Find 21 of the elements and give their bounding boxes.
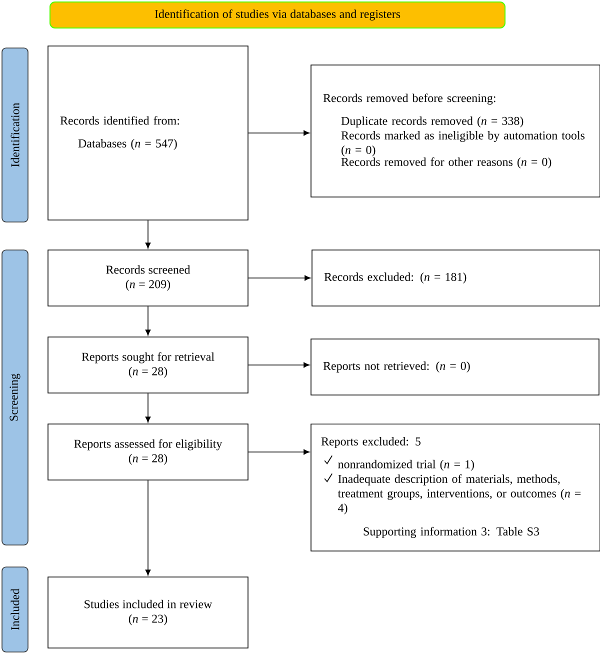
phase-label-bar: Included [2,566,28,652]
process-box: Studies included in review (n = 23) [48,576,248,648]
arrow [145,220,151,249]
phase-label-bar: Screening [2,250,28,546]
arrow [248,362,310,368]
arrow [145,393,151,423]
section-banner: Identification of studies via databases and registers [50,2,506,28]
arrow [145,306,151,336]
arrow [248,130,310,136]
process-box: Reports sought for retrieval (n = 28) [48,336,248,394]
process-box: Reports assessed for eligibility (n = 28) [48,424,248,480]
phase-label-bar: Identification [2,48,28,222]
process-box: Records identified from: Databases (n = 547) [48,46,248,220]
process-box: Records screened (n = 209) [48,250,248,306]
process-box: Reports excluded: 5 nonrandomized trial (n = 1) Inadequate description of materials, methods, treatment groups, interventions, or outcomes (n = 4) Supporting information 3: Table S3 [310,424,600,552]
arrow [145,480,151,576]
process-box: Records removed before screening: Duplicate records removed (n = 338) Records marked as ineligible by automation tools (n = 0) Records removed for other reasons (n = 0) [310,64,600,198]
process-box: Reports not retrieved: (n = 0) [310,338,600,396]
arrow [248,449,310,455]
process-box: Records excluded: (n = 181) [312,250,600,306]
arrow [248,275,311,281]
